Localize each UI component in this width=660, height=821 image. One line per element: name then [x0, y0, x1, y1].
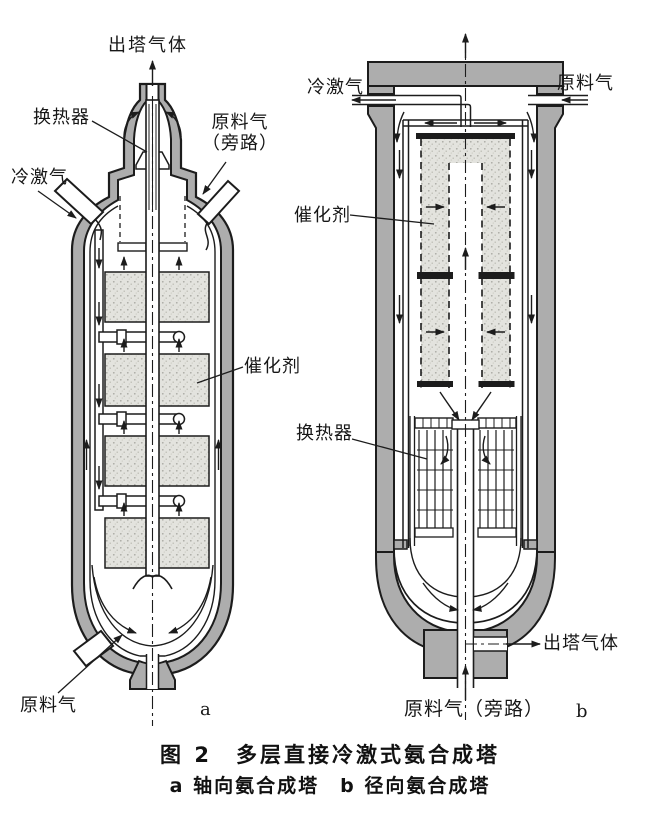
bottom-bowl: [375, 551, 556, 677]
wall-left: [367, 105, 395, 556]
feed-nozzle: [72, 629, 115, 668]
bypass-nozzle: [196, 179, 241, 226]
catalyst-annulus: [421, 139, 510, 381]
label-b-heat-exchanger: 换热器: [296, 423, 353, 444]
label-a-feed-gas: 原料气: [20, 695, 77, 716]
tower-a-diagram: [53, 60, 241, 726]
label-b-catalyst: 催化剂: [294, 205, 351, 226]
label-a-outlet-gas: 出塔气体: [108, 35, 188, 56]
pedestal-channel: [146, 652, 159, 689]
tower-a-nozzles: [53, 177, 241, 668]
basket-walls: [402, 120, 529, 548]
label-b-outlet-gas: 出塔气体: [543, 633, 619, 654]
tower-b-heat-exchanger: [409, 416, 522, 546]
tower-b-top-pipes: [352, 94, 588, 127]
label-a-heat-exchanger: 换热器: [33, 107, 90, 128]
nozzle-connectors: [94, 218, 209, 251]
label-b-tag: b: [576, 701, 588, 722]
label-b-quench-gas: 冷激气: [307, 77, 364, 98]
label-a-feed-gas-bypass: 原料气 （旁路）: [202, 112, 278, 155]
leader-b-catalyst: [349, 214, 435, 225]
leader-a-quench: [37, 190, 77, 219]
leader-a-catalyst: [196, 366, 244, 384]
pedestal-channel-walls: [145, 654, 160, 689]
tower-b-diagram: [351, 33, 588, 720]
leader-a-heat-exchanger: [91, 120, 148, 153]
tower-a-flow-arrows: [83, 60, 222, 634]
label-a-tag: a: [200, 699, 211, 720]
label-a-catalyst: 催化剂: [244, 356, 301, 377]
label-b-feed-gas-bypass: 原料气（旁路）: [404, 698, 545, 720]
leader-lines: [37, 120, 435, 694]
vessel-a-hidden-pipes: [119, 196, 186, 242]
quench-nozzle: [53, 177, 105, 226]
leader-b-heat-exchanger: [351, 438, 428, 460]
figure-caption: 图 2 多层直接冷激式氨合成塔: [160, 743, 500, 767]
tube-umbrella: [132, 574, 173, 590]
label-b-feed-gas: 原料气: [557, 73, 614, 94]
leader-a-feed: [57, 634, 123, 694]
label-a-quench-gas: 冷激气: [11, 167, 68, 188]
wall-right: [536, 105, 564, 556]
outlet-channel-walls: [474, 636, 508, 652]
leader-a-bypass: [202, 161, 227, 195]
vessel-a-bowl-line: [91, 564, 214, 647]
figure-subcaption: a 轴向氨合成塔 b 径向氨合成塔: [169, 775, 491, 797]
